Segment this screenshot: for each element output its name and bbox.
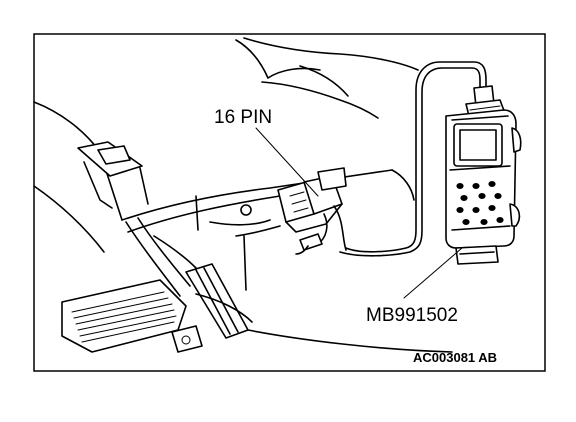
tool-leader-line — [403, 247, 463, 299]
connector-label: 16 PIN — [214, 107, 272, 128]
connector-16-pin — [277, 167, 347, 255]
connector-leader-line — [255, 127, 319, 197]
scan-tool-mb991502 — [445, 85, 522, 265]
tool-cable — [345, 61, 487, 253]
tool-label: MB991502 — [366, 305, 458, 326]
figure-code-label: AC003081 AB — [413, 350, 497, 365]
figure-frame — [33, 33, 546, 372]
vehicle-interior-drawing — [33, 37, 487, 353]
